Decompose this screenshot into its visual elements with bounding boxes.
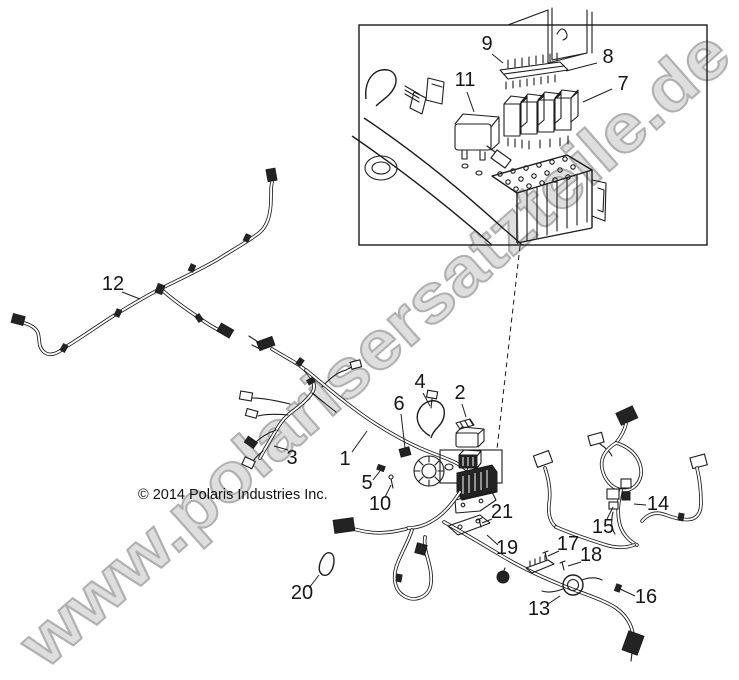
callouts: 1 2 3 4 5 6 7 8 9 10 11 12 13 14 15 16 1… (102, 33, 669, 620)
fuse-strip (499, 52, 569, 90)
detail-leader-line (496, 245, 521, 450)
callout-13: 13 (528, 595, 561, 620)
svg-text:21: 21 (491, 501, 513, 523)
callout-2: 2 (454, 382, 467, 418)
connector-cluster-15 (606, 478, 632, 510)
bolt-10 (388, 474, 394, 489)
callout-19: 19 (486, 534, 518, 559)
clip-5 (376, 463, 386, 473)
screw-21 (476, 517, 483, 528)
connector-blocks (444, 449, 482, 471)
connector (10, 313, 26, 327)
svg-text:16: 16 (635, 586, 657, 608)
svg-text:12: 12 (102, 273, 124, 295)
grommet (413, 455, 445, 487)
connector (414, 542, 428, 556)
svg-text:8: 8 (602, 46, 613, 68)
connector (349, 359, 363, 370)
callout-17: 17 (547, 533, 579, 557)
svg-text:6: 6 (393, 393, 404, 415)
round-connector (496, 570, 510, 584)
right-harness (532, 405, 708, 550)
callout-3: 3 (273, 445, 298, 469)
bracket-plate-19 (447, 514, 491, 536)
connector (532, 449, 554, 469)
connector (256, 335, 276, 352)
screw-17 (542, 550, 549, 561)
callout-21: 21 (481, 501, 513, 524)
connector (216, 322, 235, 339)
callout-16: 16 (619, 586, 657, 608)
body-panel (507, 7, 593, 64)
fuse-box (454, 464, 498, 514)
svg-text:18: 18 (580, 544, 602, 566)
connector (238, 390, 254, 402)
callout-15: 15 (592, 506, 614, 538)
callout-14: 14 (633, 493, 669, 515)
callout-6: 6 (393, 393, 406, 449)
svg-text:1: 1 (339, 448, 350, 470)
connector (265, 167, 278, 183)
svg-text:3: 3 (286, 447, 297, 469)
copyright-text: © 2014 Polaris Industries Inc. (138, 487, 328, 503)
connector (244, 407, 259, 419)
svg-text:11: 11 (455, 69, 476, 91)
connector (689, 453, 708, 470)
svg-text:2: 2 (454, 382, 465, 404)
relay-bank (503, 89, 579, 150)
callout-10: 10 (369, 484, 392, 515)
clip-16 (613, 583, 623, 593)
fuse-2 (455, 418, 485, 448)
callout-1: 1 (339, 430, 368, 470)
svg-text:15: 15 (592, 516, 614, 538)
svg-text:9: 9 (481, 33, 492, 55)
svg-text:4: 4 (414, 371, 425, 393)
callout-4: 4 (414, 371, 431, 407)
svg-text:17: 17 (557, 533, 579, 555)
callout-20: 20 (291, 574, 320, 604)
lower-trunk (442, 514, 645, 662)
inset-border (358, 24, 708, 246)
inset-detail-view (351, 7, 708, 450)
frame-tubes (351, 69, 523, 246)
connector (243, 435, 259, 450)
comb-bracket (525, 554, 555, 574)
svg-text:14: 14 (647, 493, 669, 515)
svg-text:19: 19 (496, 537, 518, 559)
connector (615, 405, 639, 426)
connector (332, 517, 356, 534)
callout-8: 8 (565, 46, 614, 72)
relay-module (454, 113, 500, 176)
callout-12: 12 (102, 273, 141, 300)
callout-11: 11 (455, 69, 476, 113)
svg-text:5: 5 (361, 472, 372, 494)
callout-5: 5 (361, 470, 381, 494)
svg-text:10: 10 (369, 493, 391, 515)
wire-loop-4 (416, 389, 445, 439)
seal-20 (318, 552, 335, 576)
callout-9: 9 (481, 33, 504, 64)
watermark-text: www.polarisersatzteile.de (4, 15, 739, 680)
chassis-harness-12 (10, 167, 278, 357)
callout-7: 7 (582, 73, 629, 103)
svg-text:7: 7 (617, 73, 628, 95)
callout-18: 18 (567, 544, 602, 567)
connector (587, 431, 605, 447)
connector (241, 456, 256, 470)
connector-6 (398, 446, 412, 458)
svg-text:13: 13 (528, 598, 550, 620)
connector (621, 630, 645, 656)
main-harness (304, 368, 503, 601)
wire-ring (541, 574, 603, 596)
svg-text:20: 20 (291, 582, 313, 604)
inset-fuse-box (486, 145, 607, 244)
screw-18 (559, 560, 566, 571)
